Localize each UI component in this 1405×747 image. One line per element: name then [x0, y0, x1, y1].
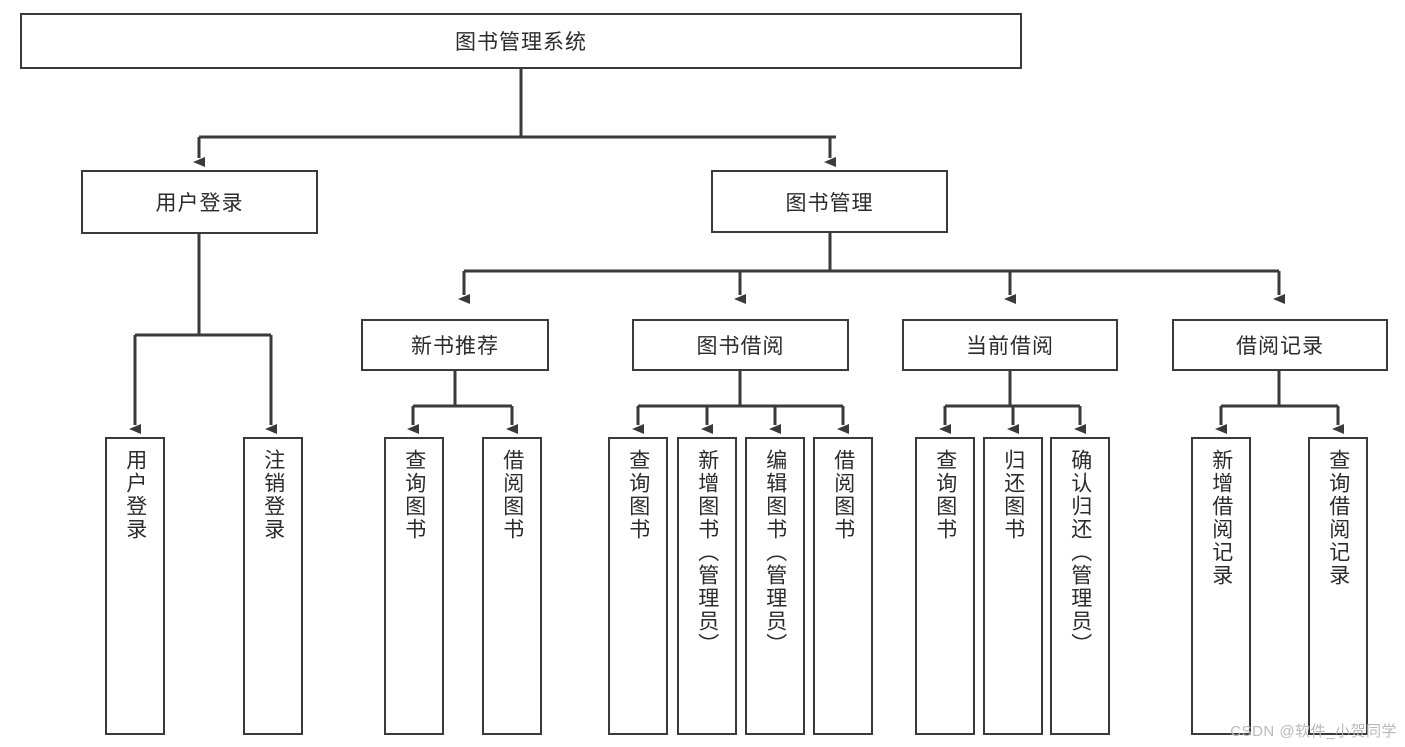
node-leaf-borrow-edit[interactable]: 编辑图书（管理员）: [745, 437, 805, 735]
node-leaf-current-query-label: 查询图书: [933, 449, 957, 541]
node-book-management[interactable]: 图书管理: [711, 170, 948, 233]
node-root[interactable]: 图书管理系统: [20, 13, 1022, 69]
node-leaf-borrow-book-label: 借阅图书: [831, 449, 855, 541]
node-new-book-recommend[interactable]: 新书推荐: [361, 319, 549, 371]
node-leaf-borrow-add-label: 新增图书（管理员）: [695, 449, 719, 656]
node-user-login[interactable]: 用户登录: [81, 170, 318, 234]
node-leaf-newbook-borrow[interactable]: 借阅图书: [482, 437, 542, 735]
node-leaf-newbook-query[interactable]: 查询图书: [384, 437, 444, 735]
node-leaf-borrow-edit-label: 编辑图书（管理员）: [763, 449, 787, 656]
node-borrow-record[interactable]: 借阅记录: [1172, 319, 1388, 371]
node-borrow-record-label: 借阅记录: [1236, 335, 1324, 358]
node-current-borrow-label: 当前借阅: [966, 335, 1054, 358]
node-leaf-current-return[interactable]: 归还图书: [983, 437, 1043, 735]
node-leaf-newbook-borrow-label: 借阅图书: [500, 449, 524, 541]
node-leaf-borrow-query-label: 查询图书: [626, 449, 650, 541]
node-leaf-borrow-add[interactable]: 新增图书（管理员）: [677, 437, 737, 735]
node-leaf-current-confirm-return[interactable]: 确认归还（管理员）: [1050, 437, 1110, 735]
node-user-login-label: 用户登录: [155, 192, 244, 215]
node-leaf-borrow-book[interactable]: 借阅图书: [813, 437, 873, 735]
node-book-borrow[interactable]: 图书借阅: [632, 319, 849, 371]
node-leaf-record-add-label: 新增借阅记录: [1209, 449, 1233, 587]
node-leaf-borrow-query[interactable]: 查询图书: [608, 437, 668, 735]
node-leaf-record-add[interactable]: 新增借阅记录: [1191, 437, 1251, 735]
node-leaf-newbook-query-label: 查询图书: [402, 449, 426, 541]
node-leaf-user-login-label: 用户登录: [123, 449, 147, 541]
node-leaf-record-query-label: 查询借阅记录: [1326, 449, 1350, 587]
node-leaf-logout-label: 注销登录: [261, 449, 285, 541]
watermark: CSDN @软件_小贺同学: [1230, 723, 1397, 740]
node-leaf-logout[interactable]: 注销登录: [243, 437, 303, 735]
node-root-label: 图书管理系统: [455, 31, 587, 54]
node-leaf-record-query[interactable]: 查询借阅记录: [1308, 437, 1368, 735]
node-leaf-current-confirm-return-label: 确认归还（管理员）: [1068, 449, 1092, 656]
node-current-borrow[interactable]: 当前借阅: [902, 319, 1118, 371]
node-book-management-label: 图书管理: [785, 191, 874, 215]
node-book-borrow-label: 图书借阅: [696, 335, 785, 358]
node-leaf-current-return-label: 归还图书: [1001, 449, 1025, 541]
node-new-book-recommend-label: 新书推荐: [411, 335, 499, 358]
node-leaf-user-login[interactable]: 用户登录: [105, 437, 165, 735]
node-leaf-current-query[interactable]: 查询图书: [915, 437, 975, 735]
